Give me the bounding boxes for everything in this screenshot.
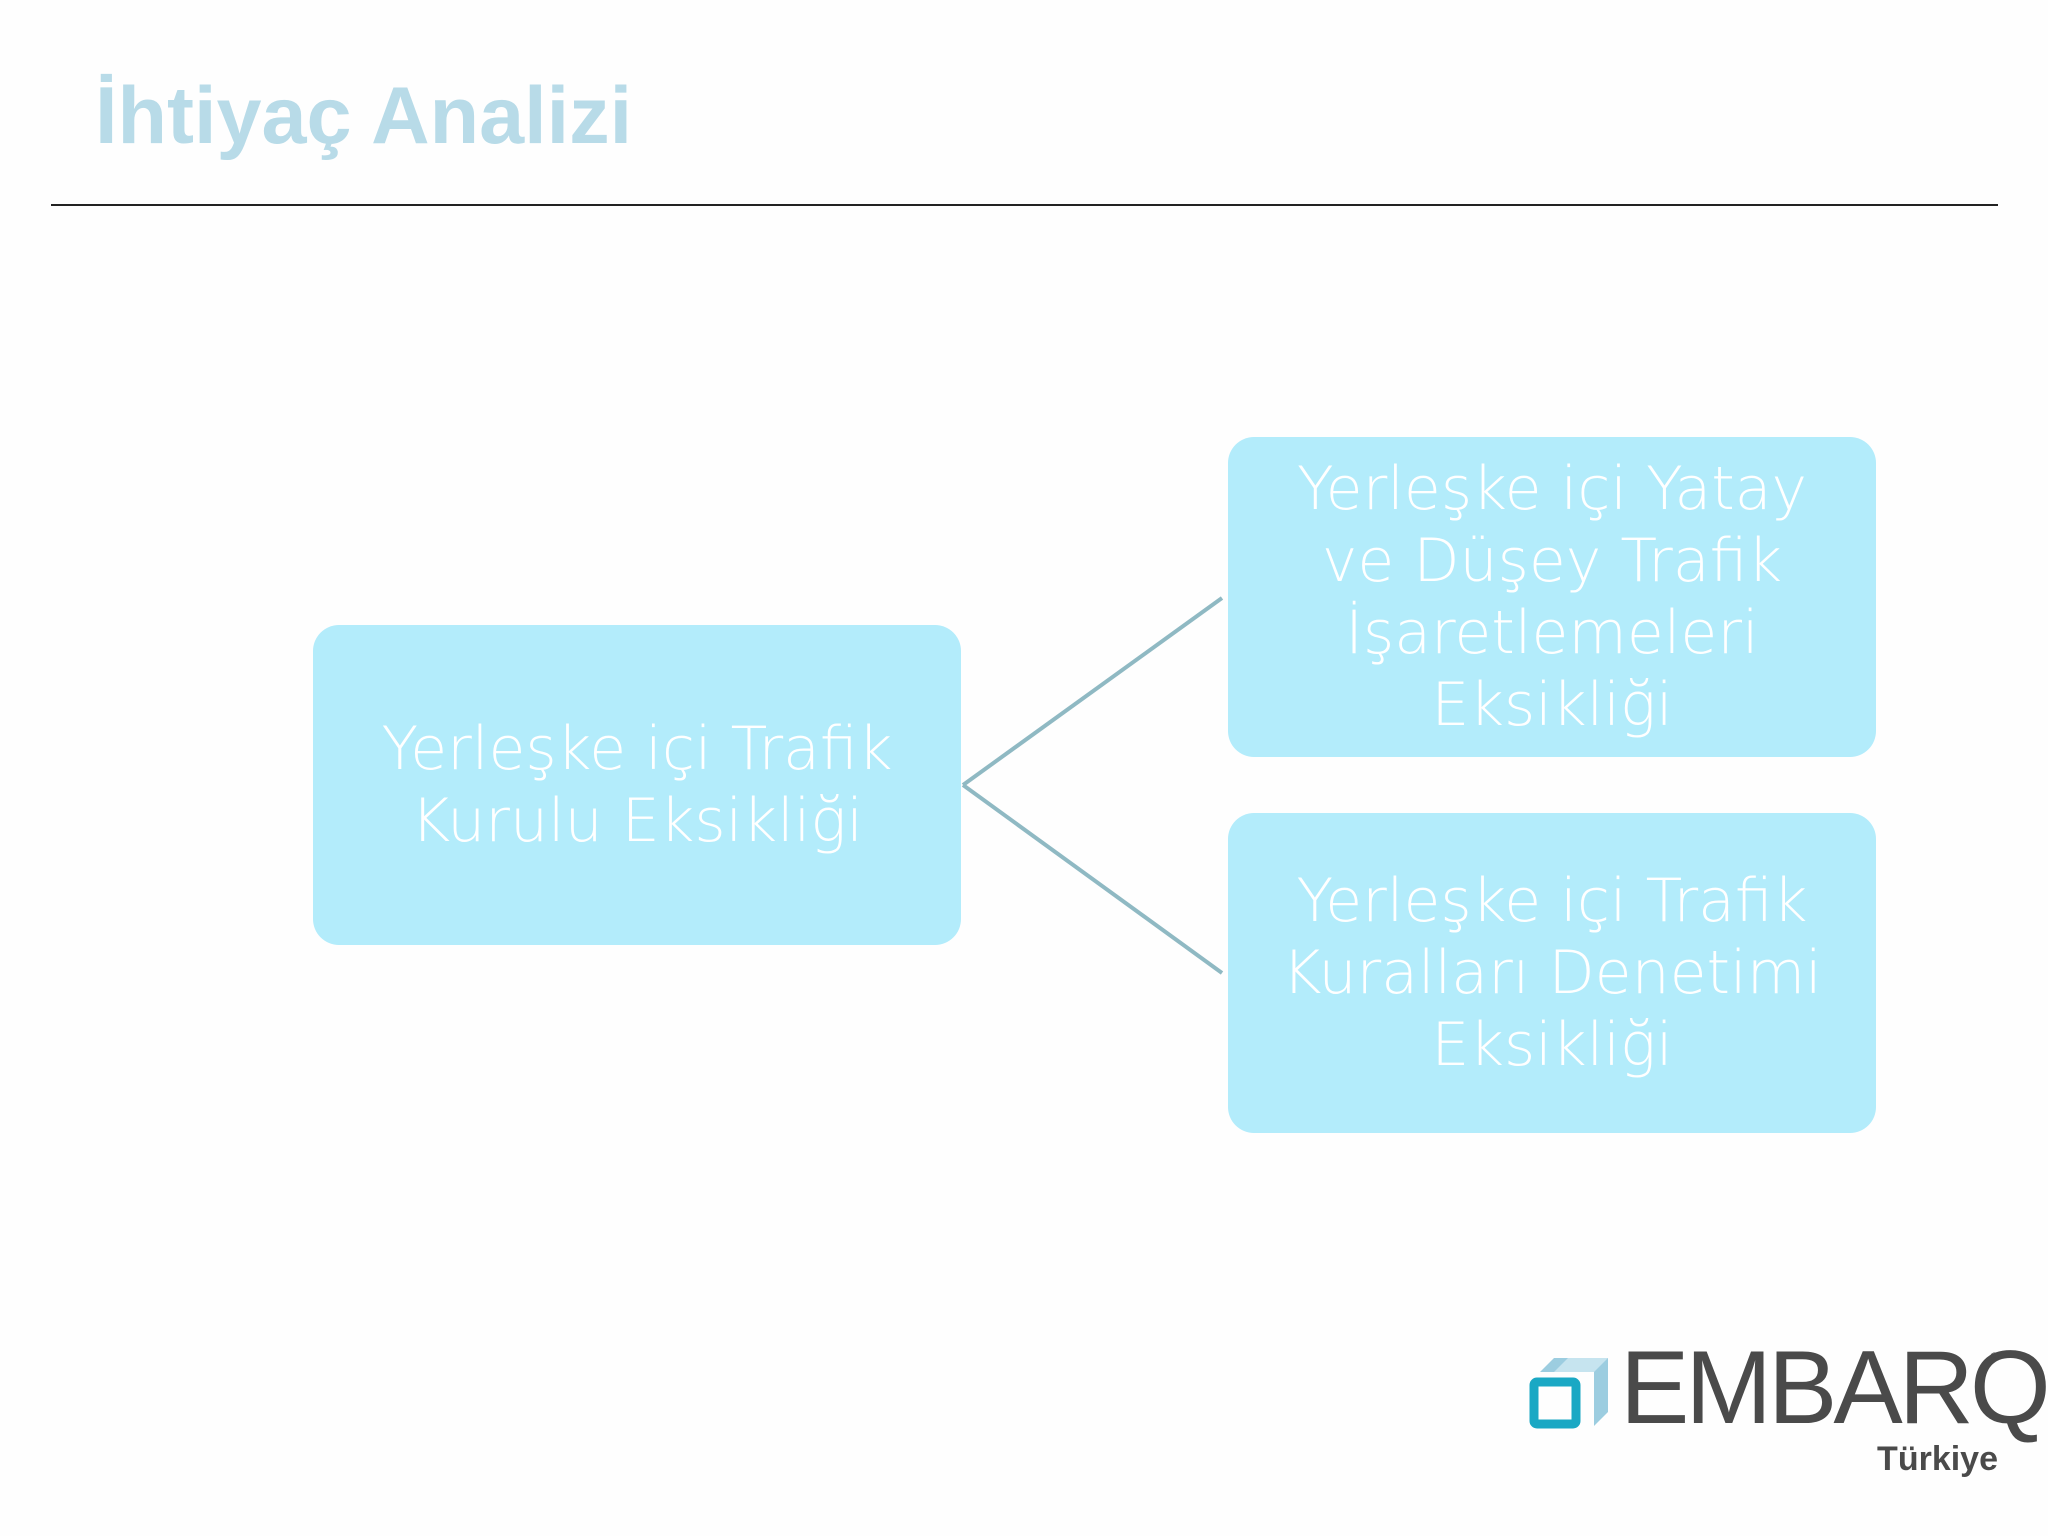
root-node-text: Yerleşke içi Trafik Kurulu Eksikliği [382,713,893,857]
title-divider [51,204,1998,206]
child-node-1-line-2: ve Düşey Trafik [1321,526,1783,596]
child-node-2-line-2: Kuralları Denetimi [1282,938,1822,1008]
child-node-2-text: Yerleşke içi Trafik Kuralları Denetimi E… [1282,865,1822,1081]
child-node-2: Yerleşke içi Trafik Kuralları Denetimi E… [1228,813,1876,1133]
child-node-1-line-3: İşaretlemeleri [1345,598,1759,668]
child-node-1-line-1: Yerleşke içi Yatay [1296,454,1808,524]
child-node-1: Yerleşke içi Yatay ve Düşey Trafik İşare… [1228,437,1876,757]
child-node-1-text: Yerleşke içi Yatay ve Düşey Trafik İşare… [1297,453,1807,741]
root-node: Yerleşke içi Trafik Kurulu Eksikliği [313,625,961,945]
embarq-logo-mark-icon [1529,1358,1608,1429]
slide-title: İhtiyaç Analizi [95,71,633,161]
child-node-2-line-1: Yerleşke içi Trafik [1296,866,1808,936]
root-node-line-2: Kurulu Eksikliği [410,786,864,856]
embarq-subtitle: Türkiye [1877,1440,1998,1478]
embarq-wordmark: EMBARQ [1620,1330,2048,1446]
child-node-2-line-3: Eksikliği [1431,1010,1673,1080]
child-node-1-line-4: Eksikliği [1431,670,1673,740]
registered-mark: ® [1990,1350,1999,1364]
root-node-line-1: Yerleşke içi Trafik [381,714,893,784]
embarq-logo: EMBARQ ® Türkiye [1528,1336,2048,1486]
